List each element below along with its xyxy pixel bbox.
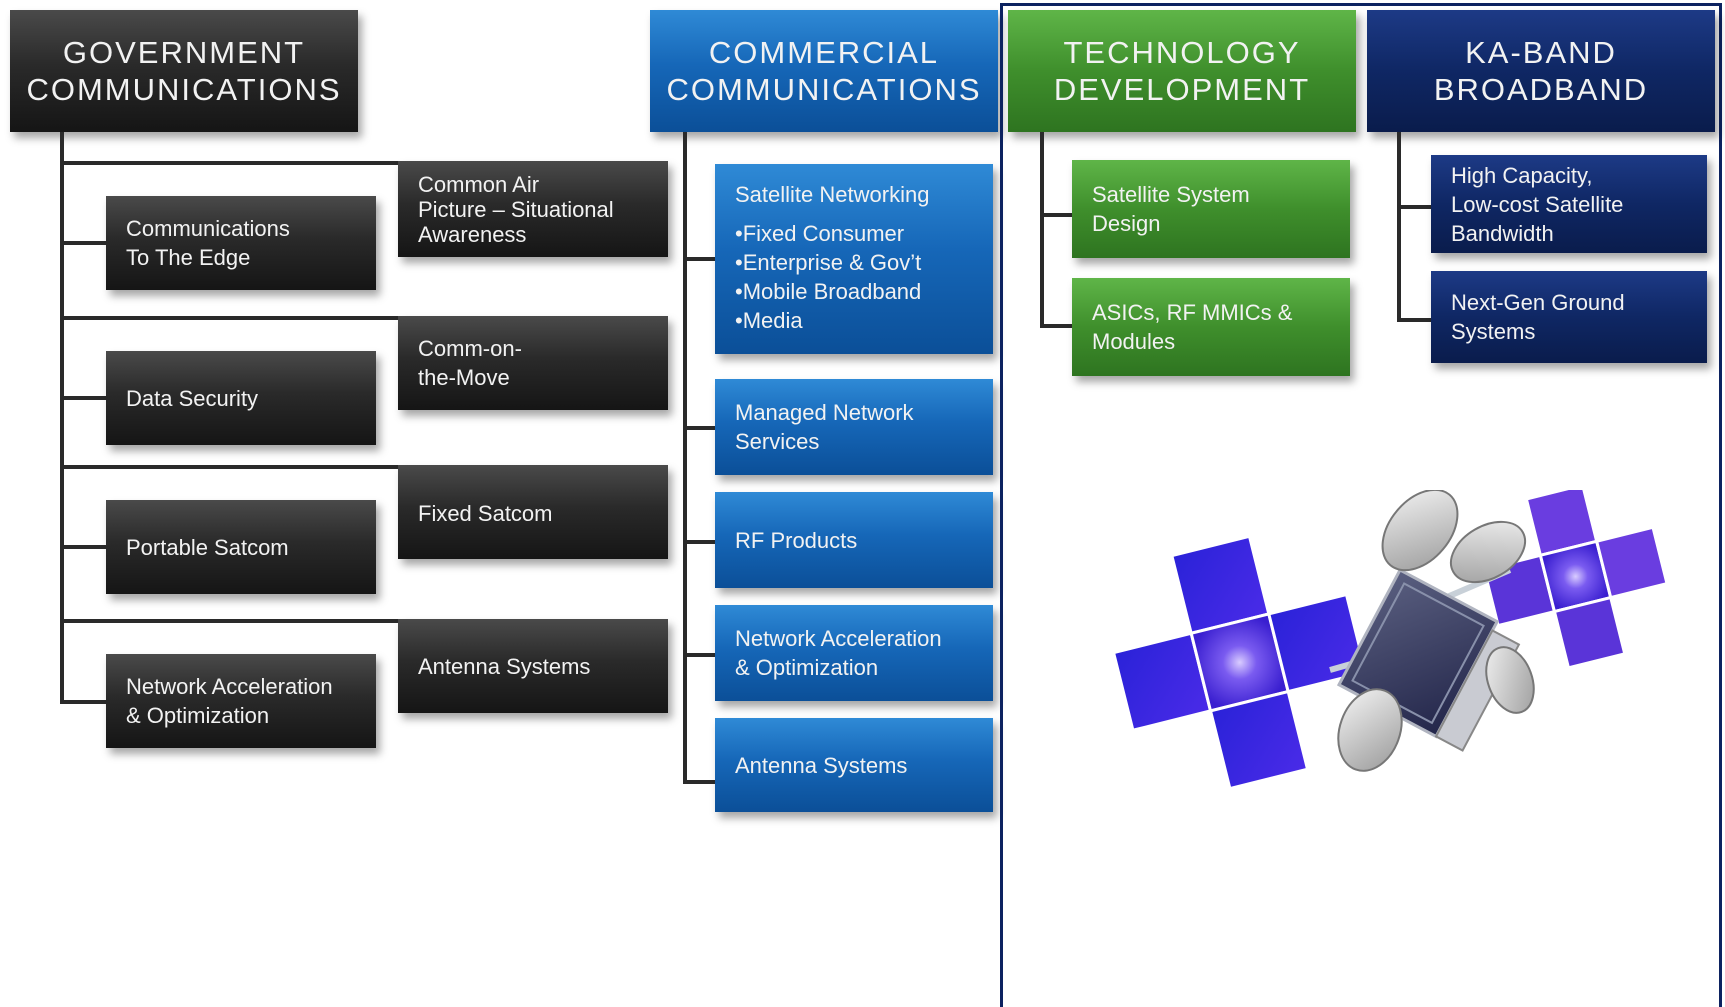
item-label-line3: Awareness xyxy=(418,221,527,247)
kaband-title-line2: BROADBAND xyxy=(1433,72,1649,107)
technology-item-asics-rf-mmics: ASICs, RF MMICs & Modules xyxy=(1072,278,1350,376)
commercial-connector xyxy=(683,540,715,544)
item-label-line2: Picture – Situational xyxy=(418,196,614,222)
commercial-connector xyxy=(683,653,715,657)
kaband-connector xyxy=(1397,205,1431,209)
bullet-item: Mobile Broadband xyxy=(735,277,993,306)
government-connector xyxy=(60,316,398,320)
item-label-line1: Common Air xyxy=(418,171,540,197)
commercial-trunk-line xyxy=(683,132,687,784)
commercial-connector xyxy=(683,426,715,430)
item-label-line1: Antenna Systems xyxy=(735,752,908,778)
commercial-item-antenna-systems: Antenna Systems xyxy=(715,718,993,812)
item-label-line1: Fixed Satcom xyxy=(418,501,553,526)
satellite-icon xyxy=(1111,490,1669,791)
item-label-line1: Next-Gen Ground xyxy=(1451,290,1625,315)
government-connector xyxy=(60,619,398,623)
bullet-item: Enterprise & Gov’t xyxy=(735,248,993,277)
item-label-line1: Antenna Systems xyxy=(418,653,591,679)
commercial-item-rf-products: RF Products xyxy=(715,492,993,588)
antenna-dish xyxy=(1337,688,1403,772)
item-label-line1: Network Acceleration xyxy=(735,626,942,651)
item-label-line1: ASICs, RF MMICs & xyxy=(1092,300,1293,325)
kaband-trunk-line xyxy=(1397,132,1401,322)
satellite-networking-bullets: Fixed Consumer Enterprise & Gov’t Mobile… xyxy=(735,219,993,335)
government-item-fixed-satcom: Fixed Satcom xyxy=(398,465,668,559)
satellite-networking-title: Satellite Networking xyxy=(735,182,930,207)
item-label-line1: Comm-on- xyxy=(418,336,522,361)
item-label-line1: Portable Satcom xyxy=(126,534,289,560)
antenna-dish xyxy=(1450,520,1526,584)
item-label-line1: RF Products xyxy=(735,527,858,553)
item-label-line1: Managed Network xyxy=(735,400,914,425)
commercial-title-line1: COMMERCIAL xyxy=(708,35,940,70)
kaband-title-line1: KA-BAND xyxy=(1465,35,1617,70)
commercial-connector xyxy=(683,780,715,784)
kaband-item-high-capacity: High Capacity, Low-cost Satellite Bandwi… xyxy=(1431,155,1707,253)
item-label-line2: the-Move xyxy=(418,365,510,390)
kaband-connector xyxy=(1397,318,1431,322)
government-connector xyxy=(60,396,106,400)
government-title-line2: COMMUNICATIONS xyxy=(26,72,342,107)
technology-item-satellite-system-design: Satellite System Design xyxy=(1072,160,1350,258)
antenna-dish xyxy=(1381,490,1459,572)
kaband-item-next-gen-ground: Next-Gen Ground Systems xyxy=(1431,271,1707,363)
government-connector xyxy=(60,241,106,245)
item-label-line2: Design xyxy=(1092,211,1161,236)
item-label-line1: Data Security xyxy=(126,385,259,411)
item-label-line1: High Capacity, xyxy=(1451,162,1593,188)
antenna-dish xyxy=(1485,646,1535,714)
technology-development-header: TECHNOLOGY DEVELOPMENT xyxy=(1008,10,1356,132)
commercial-item-managed-network-services: Managed Network Services xyxy=(715,379,993,475)
item-label-line2: Low-cost Satellite xyxy=(1451,191,1624,217)
government-title-line1: GOVERNMENT xyxy=(62,35,306,70)
item-label-line2: & Optimization xyxy=(126,703,270,728)
technology-connector xyxy=(1040,213,1072,217)
government-connector xyxy=(60,700,106,704)
right-section-frame xyxy=(1000,3,1722,1007)
government-item-antenna-systems: Antenna Systems xyxy=(398,619,668,713)
government-item-common-air-picture: Common Air Picture – Situational Awarene… xyxy=(398,161,668,257)
right-solar-array xyxy=(1482,490,1669,670)
government-item-comm-on-the-move: Comm-on- the-Move xyxy=(398,316,668,410)
item-label-line1: Communications xyxy=(126,216,290,241)
commercial-communications-header: COMMERCIAL COMMUNICATIONS xyxy=(650,10,998,132)
item-label-line2: Modules xyxy=(1092,329,1176,354)
item-label-line2: To The Edge xyxy=(126,245,251,270)
commercial-item-network-acceleration: Network Acceleration & Optimization xyxy=(715,605,993,701)
item-label-line2: Services xyxy=(735,429,820,454)
item-label-line3: Bandwidth xyxy=(1451,220,1554,246)
item-label-line1: Network Acceleration xyxy=(126,674,333,699)
bullet-item: Media xyxy=(735,306,993,335)
item-label-line2: & Optimization xyxy=(735,655,879,680)
item-label-line2: Systems xyxy=(1451,319,1536,344)
kaband-broadband-header: KA-BAND BROADBAND xyxy=(1367,10,1715,132)
technology-title-line2: DEVELOPMENT xyxy=(1053,72,1311,107)
government-trunk-line xyxy=(60,132,64,704)
government-communications-header: GOVERNMENT COMMUNICATIONS xyxy=(10,10,358,132)
government-connector xyxy=(60,161,398,165)
government-item-portable-satcom: Portable Satcom xyxy=(106,500,376,594)
commercial-connector xyxy=(683,257,715,261)
technology-connector xyxy=(1040,324,1072,328)
commercial-item-satellite-networking: Satellite Networking Fixed Consumer Ente… xyxy=(715,164,993,354)
government-item-communications-to-the-edge: Communications To The Edge xyxy=(106,196,376,290)
government-item-network-acceleration: Network Acceleration & Optimization xyxy=(106,654,376,748)
government-connector xyxy=(60,545,106,549)
technology-title-line1: TECHNOLOGY xyxy=(1063,35,1301,70)
item-label-line1: Satellite System xyxy=(1092,182,1250,207)
technology-trunk-line xyxy=(1040,132,1044,328)
bullet-item: Fixed Consumer xyxy=(735,219,993,248)
government-connector xyxy=(60,465,398,469)
commercial-title-line2: COMMUNICATIONS xyxy=(666,72,982,107)
left-solar-array xyxy=(1111,534,1368,791)
government-item-data-security: Data Security xyxy=(106,351,376,445)
